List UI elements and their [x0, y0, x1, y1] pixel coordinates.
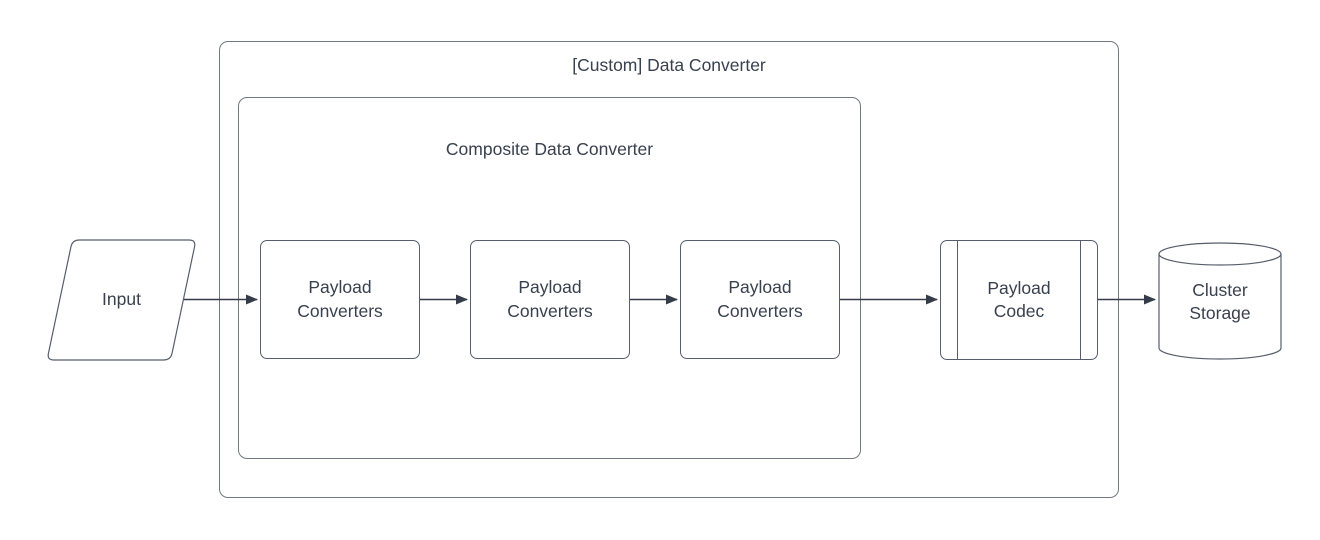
payload-converters-node-1: Payload Converters	[260, 240, 420, 359]
codec-inner-line-left	[957, 241, 958, 359]
composite-data-converter-container: Composite Data Converter	[238, 97, 861, 459]
payload-converters-node-3: Payload Converters	[680, 240, 840, 359]
payload-converters-node-2: Payload Converters	[470, 240, 630, 359]
cluster-storage-node	[1158, 242, 1282, 360]
cylinder-shape	[1158, 242, 1282, 360]
codec-inner-line-right	[1080, 241, 1081, 359]
payload-codec-label: Payload Codec	[987, 277, 1051, 321]
input-node	[46, 239, 197, 361]
payload-codec-node: Payload Codec	[940, 240, 1098, 360]
custom-data-converter-title: [Custom] Data Converter	[572, 55, 766, 75]
parallelogram-shape	[47, 239, 196, 361]
composite-data-converter-title: Composite Data Converter	[445, 139, 654, 159]
input-label: Input	[102, 289, 141, 310]
cluster-storage-label: Cluster Storage	[1189, 279, 1251, 323]
